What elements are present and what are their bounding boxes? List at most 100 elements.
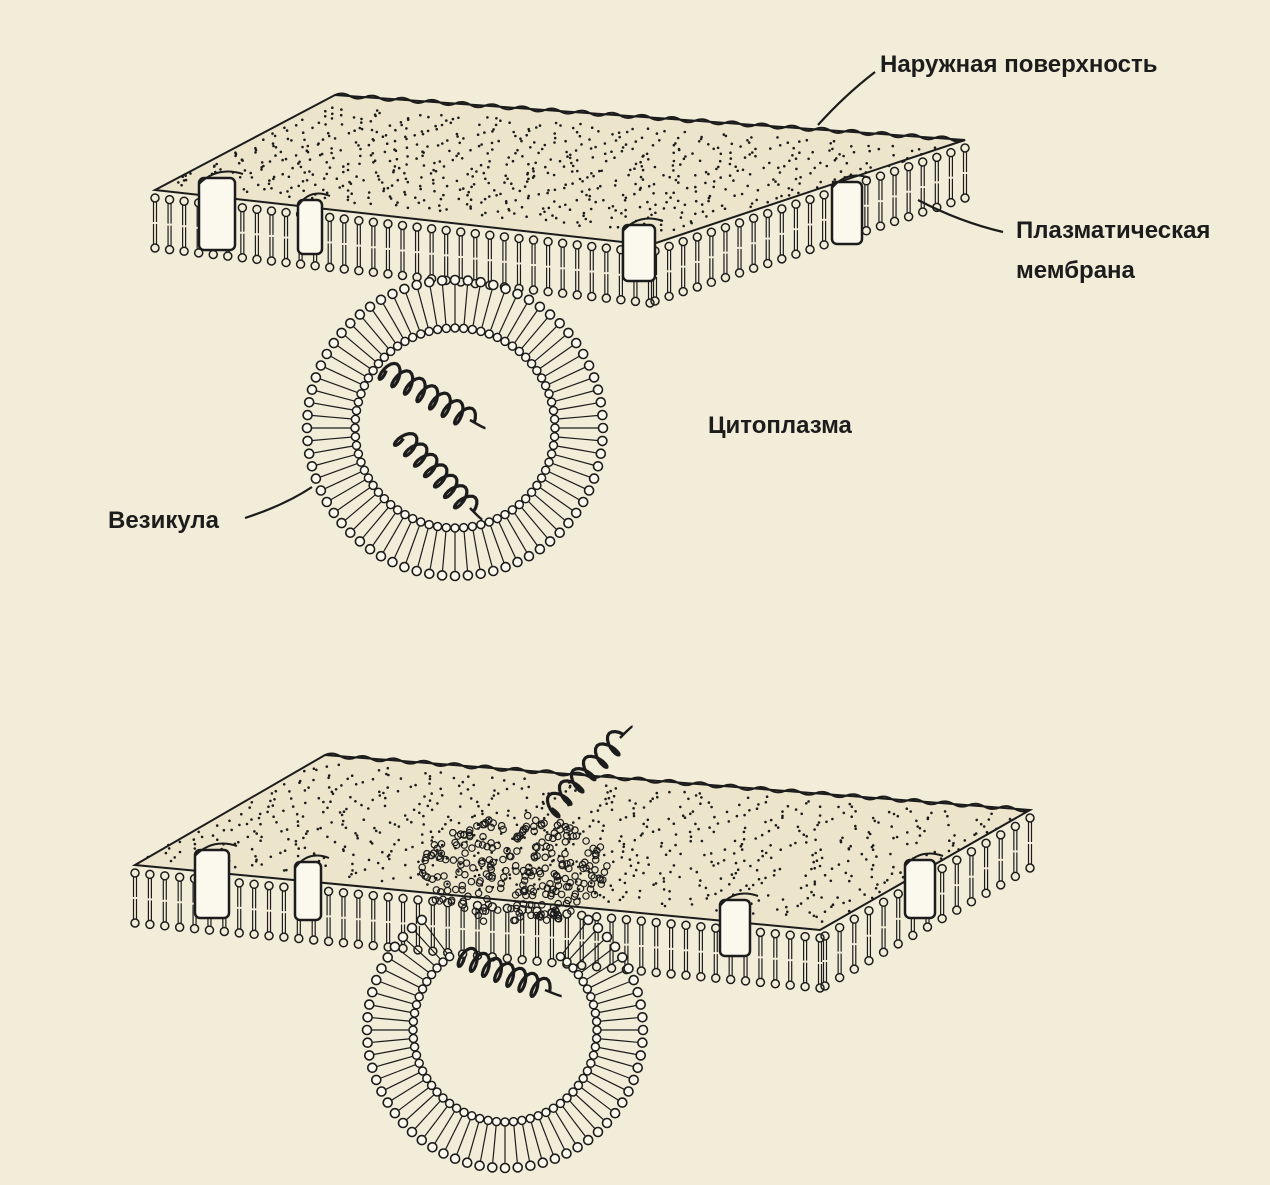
lipid-head-dot xyxy=(223,829,226,832)
lipid-head-dot xyxy=(467,191,470,194)
lipid-head-dot xyxy=(481,214,484,217)
lipid-head xyxy=(544,238,552,246)
lipid-head xyxy=(238,254,246,262)
lipid-head xyxy=(555,319,564,328)
lipid-head-dot xyxy=(643,806,646,809)
lipid-head-dot xyxy=(597,187,600,190)
lipid-tail xyxy=(393,518,403,535)
lipid-head-dot xyxy=(765,801,768,804)
lipid-head-dot xyxy=(602,824,605,827)
lipid-head-dot xyxy=(689,898,692,901)
lipid-head-dot xyxy=(269,800,272,803)
lipid-head-dot xyxy=(748,888,751,891)
lipid-head-dot xyxy=(627,174,630,177)
lipid-head-dot xyxy=(212,834,215,837)
lipid-head xyxy=(442,226,450,234)
lipid-head-dot xyxy=(848,880,851,883)
lipid-tail xyxy=(381,1072,398,1079)
lipid-head-dot xyxy=(446,185,449,188)
lipid-head-dot xyxy=(952,842,955,845)
lipid-head xyxy=(377,295,386,304)
lipid-head-dot xyxy=(386,786,389,789)
lipid-head-dot xyxy=(474,875,477,878)
lipid-head-dot xyxy=(541,148,544,151)
lipid-head-dot xyxy=(397,790,400,793)
lipid-head xyxy=(360,466,368,474)
lipid-head xyxy=(384,893,392,901)
lipid-head-dot xyxy=(597,809,600,812)
leader-vesicle xyxy=(245,487,312,518)
lipid-head-dot xyxy=(617,226,620,229)
lipid-head xyxy=(438,276,447,285)
lipid-head-dot xyxy=(553,132,556,135)
lipid-head xyxy=(339,939,347,947)
lipid-head xyxy=(598,411,607,420)
lipid-head-dot xyxy=(589,195,592,198)
lipid-head-dot xyxy=(427,130,430,133)
lipid-head-dot xyxy=(772,178,775,181)
lipid-head-dot xyxy=(471,816,474,819)
lipid-head-dot xyxy=(390,850,393,853)
lipid-head xyxy=(603,1119,612,1128)
lipid-head-dot xyxy=(663,877,666,880)
lipid-head-dot xyxy=(642,169,645,172)
lipid-tail xyxy=(339,386,358,393)
lipid-head-dot xyxy=(347,169,350,172)
lipid-head-dot xyxy=(745,884,748,887)
lipid-head-dot xyxy=(569,154,572,157)
lipid-head-dot xyxy=(777,183,780,186)
lipid-head-dot xyxy=(582,830,585,833)
lipid-head-dot xyxy=(340,108,343,111)
lipid-head xyxy=(131,869,139,877)
lipid-head-dot xyxy=(353,116,356,119)
lipid-head-dot xyxy=(385,773,388,776)
lipid-head-dot xyxy=(816,186,819,189)
lipid-head-dot xyxy=(906,807,909,810)
lipid-head xyxy=(618,953,627,962)
lipid-head-dot xyxy=(422,815,425,818)
lipid-head xyxy=(337,519,346,528)
lipid-head-dot xyxy=(576,170,579,173)
lipid-head xyxy=(876,172,884,180)
lipid-head-dot xyxy=(388,858,391,861)
lipid-tail xyxy=(591,1073,608,1082)
lipid-head-dot xyxy=(542,207,545,210)
lipid-head-dot xyxy=(677,137,680,140)
lipid-head xyxy=(501,337,509,345)
lipid-head-dot xyxy=(729,174,732,177)
lipid-head-dot xyxy=(404,864,407,867)
lipid-head xyxy=(413,223,421,231)
lipid-head-dot xyxy=(466,203,469,206)
lipid-head-dot xyxy=(704,182,707,185)
lipid-head xyxy=(235,879,243,887)
lipid-head xyxy=(584,915,593,924)
lipid-head-dot xyxy=(613,795,616,798)
lipid-head-dot xyxy=(400,124,403,127)
lipid-head xyxy=(629,1075,638,1084)
lipid-head xyxy=(778,255,786,263)
lipid-head-dot xyxy=(450,122,453,125)
lipid-head-dot xyxy=(304,802,307,805)
lipid-head-dot xyxy=(393,169,396,172)
lipid-head xyxy=(526,1115,534,1123)
lipid-head-dot xyxy=(439,788,442,791)
lipid-head-dot xyxy=(598,170,601,173)
lipid-head-dot xyxy=(621,150,624,153)
lipid-head-dot xyxy=(637,862,640,865)
lipid-head xyxy=(638,1038,647,1047)
lipid-head-dot xyxy=(611,133,614,136)
lipid-head-dot xyxy=(634,802,637,805)
lipid-head xyxy=(468,326,476,334)
lipid-head-dot xyxy=(369,203,372,206)
lipid-head-dot xyxy=(549,864,552,867)
lipid-head xyxy=(364,474,372,482)
lipid-head-dot xyxy=(378,791,381,794)
lipid-tail xyxy=(477,550,480,569)
lipid-head-dot xyxy=(669,871,672,874)
lipid-head-dot xyxy=(428,782,431,785)
lipid-head-dot xyxy=(403,172,406,175)
lipid-head-dot xyxy=(947,824,950,827)
lipid-head xyxy=(409,1026,417,1034)
lipid-head xyxy=(551,415,559,423)
lipid-head-dot xyxy=(450,819,453,822)
